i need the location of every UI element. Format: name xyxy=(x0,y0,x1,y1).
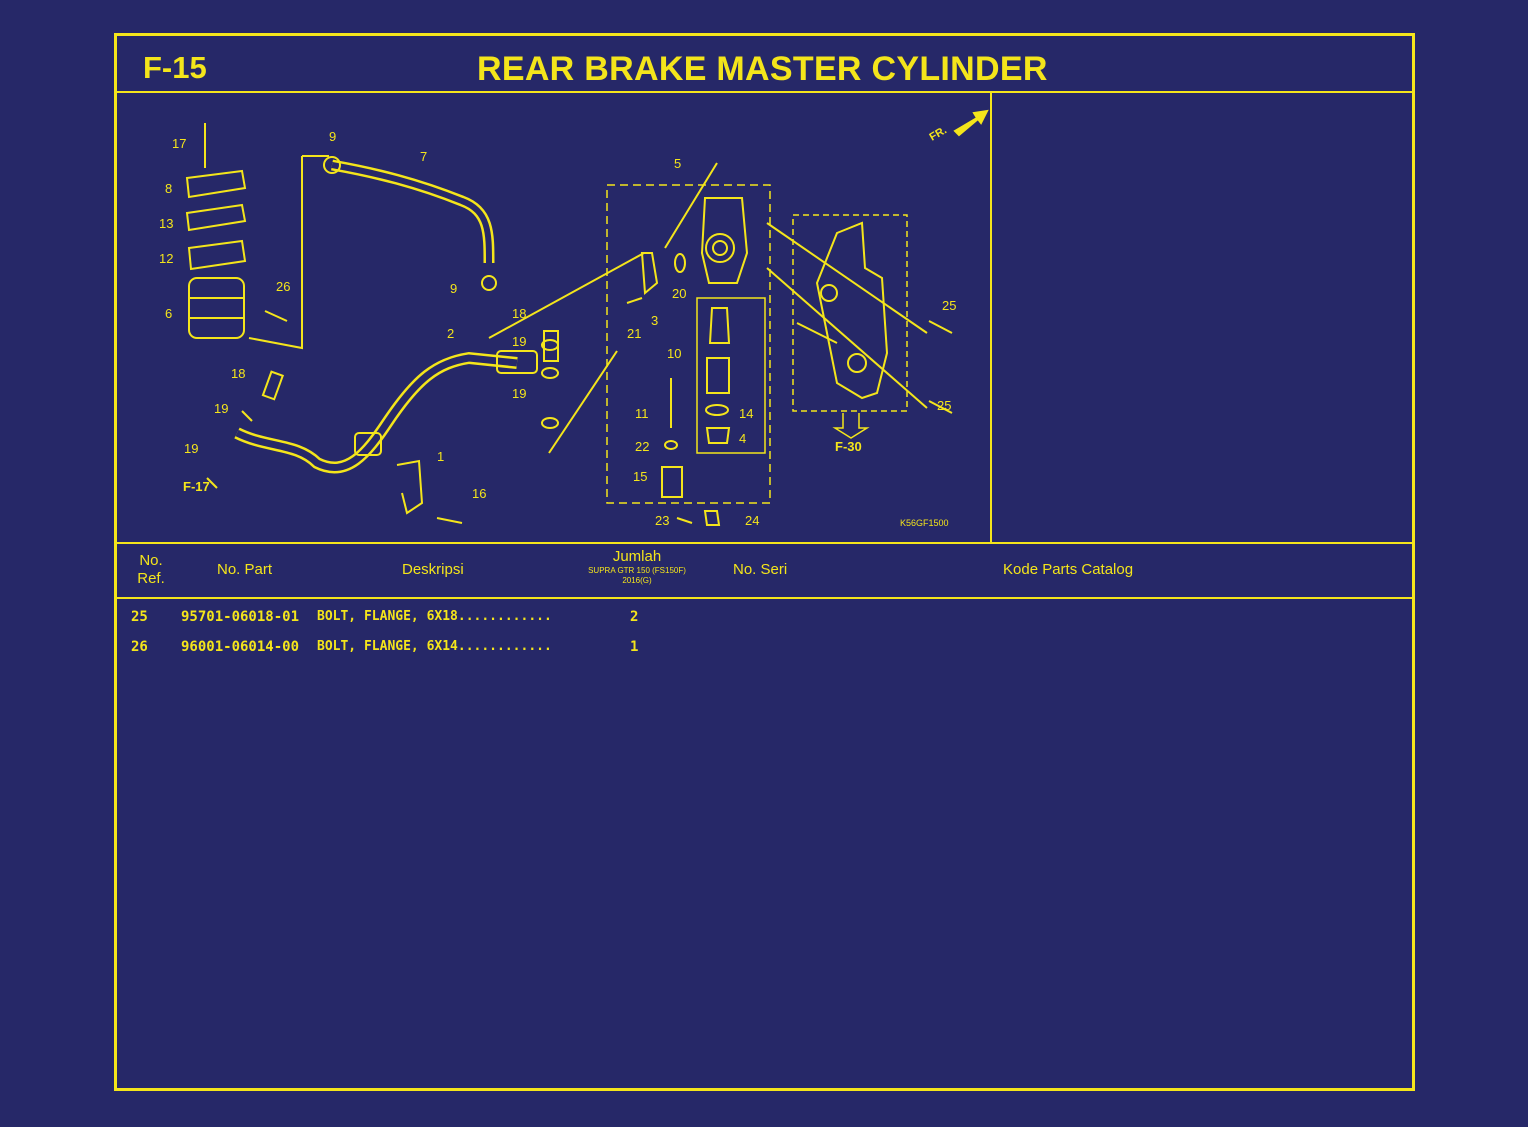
svg-text:19: 19 xyxy=(184,441,198,456)
col-no-part: No. Part xyxy=(217,561,273,578)
svg-text:6: 6 xyxy=(165,306,172,321)
col-deskripsi: Deskripsi xyxy=(402,561,464,578)
row-description: BOLT, FLANGE, 6X14............ xyxy=(317,639,552,654)
divider-diagram xyxy=(990,93,992,543)
svg-text:11: 11 xyxy=(635,406,649,421)
col-jumlah: Jumlah SUPRA GTR 150 (FS150F) 2016(G) xyxy=(587,548,687,586)
svg-text:25: 25 xyxy=(942,298,956,313)
svg-text:23: 23 xyxy=(655,513,669,528)
svg-text:14: 14 xyxy=(739,406,753,421)
divider-title xyxy=(117,91,1412,93)
svg-text:15: 15 xyxy=(633,469,647,484)
col-kode-parts: Kode Parts Catalog xyxy=(1003,561,1134,578)
svg-text:25: 25 xyxy=(937,398,951,413)
row-ref: 26 xyxy=(131,639,148,655)
svg-text:4: 4 xyxy=(739,431,746,446)
svg-text:26: 26 xyxy=(276,279,290,294)
svg-text:21: 21 xyxy=(627,326,641,341)
divider-table-header xyxy=(117,597,1412,599)
col-no-seri: No. Seri xyxy=(733,561,788,578)
svg-text:17: 17 xyxy=(172,136,186,151)
svg-text:8: 8 xyxy=(165,181,172,196)
svg-text:18: 18 xyxy=(512,306,526,321)
svg-text:19: 19 xyxy=(214,401,228,416)
svg-text:13: 13 xyxy=(159,216,173,231)
svg-text:20: 20 xyxy=(672,286,686,301)
row-ref: 25 xyxy=(131,609,148,625)
drawing-code: K56GF1500 xyxy=(900,518,949,528)
svg-text:19: 19 xyxy=(512,334,526,349)
row-part-number: 96001-06014-00 xyxy=(181,639,300,655)
svg-text:2: 2 xyxy=(447,326,454,341)
col-no-ref: No. Ref. xyxy=(137,552,165,587)
page-title: REAR BRAKE MASTER CYLINDER xyxy=(477,50,1048,88)
svg-text:9: 9 xyxy=(450,281,457,296)
catalog-frame: F-15 REAR BRAKE MASTER CYLINDER xyxy=(114,33,1415,1091)
svg-text:16: 16 xyxy=(472,486,486,501)
svg-text:3: 3 xyxy=(651,313,658,328)
svg-text:19: 19 xyxy=(512,386,526,401)
divider-diagram-bottom xyxy=(117,542,1412,544)
front-direction-label: FR. xyxy=(928,124,949,143)
svg-text:7: 7 xyxy=(420,149,427,164)
row-quantity: 2 xyxy=(630,609,639,625)
svg-text:1: 1 xyxy=(437,449,444,464)
svg-text:24: 24 xyxy=(745,513,759,528)
col-jumlah-model: SUPRA GTR 150 (FS150F) xyxy=(588,566,686,575)
ref-f17: F-17 xyxy=(183,479,210,494)
ref-f30: F-30 xyxy=(835,439,862,454)
svg-text:22: 22 xyxy=(635,439,649,454)
svg-text:5: 5 xyxy=(674,156,681,171)
svg-text:9: 9 xyxy=(329,129,336,144)
row-description: BOLT, FLANGE, 6X18............ xyxy=(317,609,552,624)
col-jumlah-label: Jumlah xyxy=(612,548,662,565)
row-quantity: 1 xyxy=(630,639,639,655)
svg-text:10: 10 xyxy=(667,346,681,361)
svg-text:12: 12 xyxy=(159,251,173,266)
svg-text:18: 18 xyxy=(231,366,245,381)
row-part-number: 95701-06018-01 xyxy=(181,609,300,625)
col-jumlah-year: 2016(G) xyxy=(622,576,652,585)
section-code: F-15 xyxy=(143,50,207,85)
